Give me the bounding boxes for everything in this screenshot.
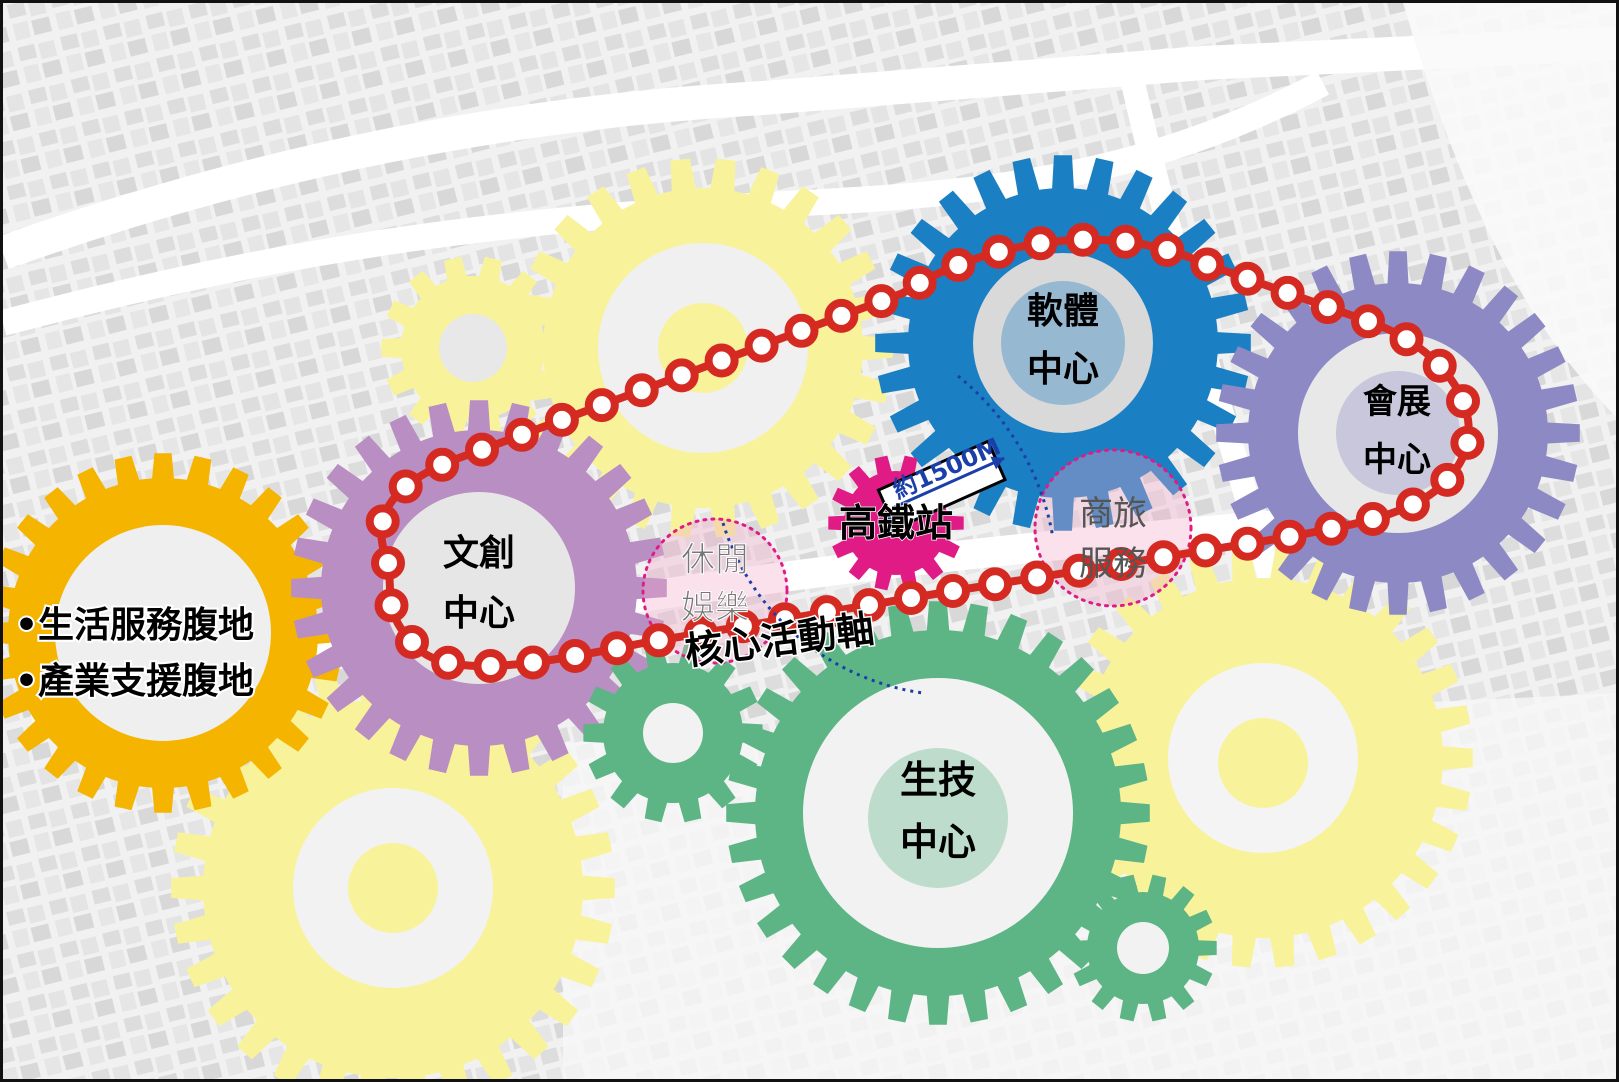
axis-bead [824, 298, 859, 333]
software-center-line2: 中心 [1027, 349, 1099, 390]
axis-bead [365, 504, 400, 539]
axis-bead [584, 388, 619, 423]
axis-bead [544, 402, 579, 437]
axis-bead [809, 595, 844, 630]
development-diagram: 約1500M 軟體 中心 會展 中心 文創 中心 生技 中心 休閒 娛樂 商旅 … [3, 3, 1616, 1079]
axis-bead [425, 447, 460, 482]
software-center-line1: 軟體 [1027, 291, 1099, 332]
axis-bead [641, 623, 676, 658]
side-note-living: •生活服務腹地 [15, 605, 254, 646]
axis-bead [1146, 540, 1181, 575]
radius-arc-upper [957, 374, 1055, 539]
axis-bead [683, 616, 718, 651]
axis-bead [941, 248, 976, 282]
axis-bead [504, 417, 539, 452]
axis-bead [1395, 487, 1430, 522]
gear-violet-cultural [291, 400, 667, 776]
axis-bead [767, 602, 802, 637]
axis-bead [1104, 547, 1139, 581]
axis-bead [704, 343, 739, 378]
axis-bead [1310, 290, 1345, 325]
axis-bead [600, 631, 634, 666]
gear-orange-living [3, 453, 343, 813]
cultural-center-line2: 中心 [443, 593, 515, 634]
axis-bead [744, 328, 779, 363]
core-activity-loop [365, 222, 1485, 683]
axis-bead [864, 284, 899, 319]
axis-bead [473, 649, 508, 683]
axis-bead [388, 469, 423, 504]
axis-bead [431, 645, 466, 680]
axis-bead [1272, 519, 1307, 554]
axis-bead [1446, 384, 1480, 419]
leisure-zone-line1: 休閒 [681, 540, 749, 580]
biotech-center-line1: 生技 [900, 758, 976, 802]
business-zone-line2: 服務 [1079, 544, 1147, 584]
gear-green-small-right [1069, 874, 1217, 1022]
hsr-station-label: 高鐵站 [839, 501, 953, 545]
axis-bead [1188, 533, 1223, 568]
axis-bead [371, 546, 405, 580]
axis-bead [852, 588, 886, 623]
axis-bead [936, 574, 970, 608]
axis-bead [1066, 222, 1100, 257]
leisure-zone-line2: 娛樂 [681, 588, 749, 628]
convention-center-line2: 中心 [1363, 440, 1431, 480]
biotech-center-line2: 中心 [900, 820, 976, 864]
axis-bead [1023, 226, 1058, 261]
biotech-core [868, 748, 1008, 888]
axis-bead [725, 609, 760, 644]
axis-bead [1351, 304, 1385, 339]
axis-bead [1062, 553, 1097, 588]
convention-center-line1: 會展 [1363, 382, 1431, 422]
axis-bead [1150, 233, 1185, 267]
axis-bead [1430, 462, 1465, 497]
axis-bead [1190, 247, 1225, 282]
axis-bead [664, 358, 699, 393]
axis-bead [1230, 526, 1265, 561]
axis-bead [1355, 502, 1390, 536]
yellow-core-left [348, 843, 438, 933]
software-core [1001, 281, 1125, 405]
cultural-center-line1: 文創 [443, 533, 515, 574]
gear-group [3, 155, 1580, 1079]
business-zone-line1: 商旅 [1079, 494, 1147, 534]
axis-bead [1230, 261, 1265, 296]
yellow-core-right [1218, 718, 1308, 808]
gear-green-biotech [726, 601, 1150, 1025]
axis-bead [624, 373, 659, 408]
axis-bead [978, 567, 1013, 602]
axis-bead [1422, 348, 1457, 383]
axis-bead [981, 234, 1016, 269]
axis-bead [894, 581, 928, 615]
axis-bead [902, 265, 937, 300]
axis-bead [1108, 224, 1143, 259]
side-note-industry: •產業支援腹地 [15, 661, 254, 702]
station-marker [882, 516, 900, 534]
axis-bead [1450, 425, 1485, 460]
radius-arc-lower [721, 522, 924, 695]
axis-bead [1389, 322, 1424, 357]
convention-core [1336, 371, 1460, 495]
axis-bead [1020, 560, 1055, 595]
axis-bead [374, 588, 409, 623]
axis-bead [465, 432, 499, 467]
gear-green-small-left [583, 643, 763, 823]
axis-bead [1270, 275, 1305, 310]
axis-bead [516, 645, 550, 680]
axis-bead [1314, 511, 1349, 546]
axis-bead [395, 625, 429, 659]
axis-bead [784, 313, 819, 348]
axis-bead [558, 639, 593, 673]
